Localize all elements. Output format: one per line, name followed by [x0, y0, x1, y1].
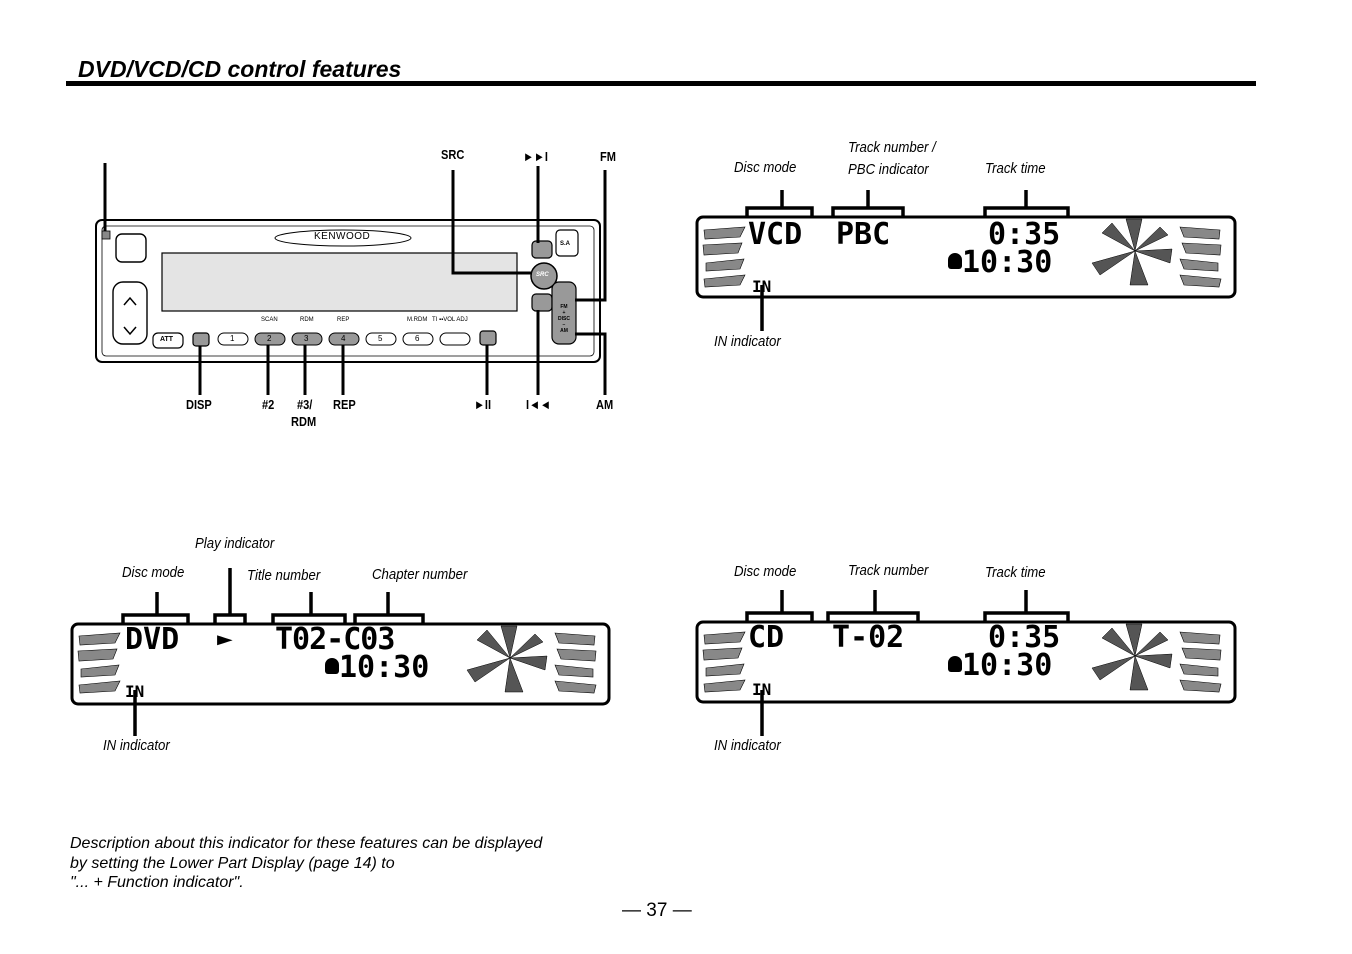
fm-disc-am-labels: FM + DISC − AM: [556, 304, 572, 334]
disp-button: [192, 332, 210, 347]
am-rocker-label: AM: [560, 328, 568, 334]
faceplate-diagram: KENWOOD ATT SCAN RDM REP M.RDM TI ▪▪VOL …: [0, 0, 700, 450]
minus-rocker-label: −: [562, 322, 566, 328]
dvd-in-indicator: IN: [125, 682, 145, 701]
callout-fm: FM: [600, 149, 616, 164]
cd-clock: 10:30: [962, 648, 1053, 683]
vcd-label-track-time: Track time: [985, 160, 1046, 177]
disc-rocker-label: DISC: [558, 316, 570, 322]
fm-disc-am-rocker: [551, 281, 577, 345]
cd-label-track-time: Track time: [985, 564, 1046, 581]
callout-src: SRC: [441, 147, 465, 162]
cd-label-track-number: Track number: [848, 562, 929, 579]
dvd-title-chapter: T02-C03: [275, 622, 395, 657]
faceplate-drawing: [95, 163, 607, 395]
callout-disp: DISP: [186, 397, 212, 412]
vcd-pbc-indicator: PBC: [836, 217, 891, 252]
dvd-display-drawing: [70, 568, 611, 736]
vcd-in-indicator: IN: [752, 277, 772, 296]
rep-label: REP: [337, 317, 350, 323]
vcd-label-in-indicator: IN indicator: [714, 333, 781, 350]
title-rule: [66, 81, 1256, 86]
src-knob: [530, 262, 558, 290]
plus-rocker-label: +: [562, 310, 566, 316]
att-button: [152, 332, 184, 349]
callout-preset3-line1: #3/: [297, 397, 313, 412]
release-button: [115, 233, 147, 263]
page-title: DVD/VCD/CD control features: [78, 56, 402, 82]
fm-rocker-label: FM: [560, 304, 568, 310]
description-line-1: Description about this indicator for the…: [70, 835, 543, 852]
preset-6-label: 6: [415, 334, 420, 343]
vcd-display-diagram: VCD PBC 0:35 10:30 IN Disc mode Track nu…: [690, 135, 1250, 360]
callout-preset3-line2: RDM: [291, 414, 317, 429]
sa-button: [555, 229, 579, 257]
mrdm-label: M.RDM: [407, 317, 428, 323]
vcd-label-track-pbc-1: Track number /: [848, 139, 936, 156]
vcd-label-disc-mode: Disc mode: [734, 159, 797, 176]
preset-4-label: 4: [341, 334, 346, 343]
cd-display-diagram: CD T-02 0:35 10:30 IN Disc mode Track nu…: [690, 530, 1250, 760]
vcd-clock: 10:30: [962, 245, 1053, 280]
vcd-disc-mode: VCD: [748, 217, 803, 252]
ti-vol-label: TI ▪▪VOL ADJ: [432, 317, 468, 323]
callout-preset2: #2: [262, 397, 275, 412]
preset-1-label: 1: [230, 334, 235, 343]
dvd-play-indicator: ►: [217, 624, 233, 654]
dvd-clock: 10:30: [339, 650, 430, 685]
brand-logo: KENWOOD: [314, 231, 371, 242]
callout-next: ►►I: [523, 149, 548, 164]
src-knob-label: SRC: [536, 272, 549, 278]
play-pause-button: [479, 330, 497, 346]
vcd-label-track-pbc-2: PBC indicator: [848, 161, 929, 178]
description-line-2: by setting the Lower Part Display (page …: [70, 854, 395, 872]
dvd-disc-mode: DVD: [125, 622, 180, 657]
sa-label: S.A: [560, 241, 571, 247]
description-line-3: "... + Function indicator".: [70, 874, 244, 891]
scan-label: SCAN: [261, 317, 278, 323]
cd-disc-mode: CD: [748, 620, 785, 655]
preset-2-label: 2: [267, 334, 272, 343]
dvd-label-disc-mode: Disc mode: [122, 564, 185, 581]
cd-track-number: T-02: [832, 620, 905, 655]
att-label: ATT: [160, 336, 174, 343]
cd-label-disc-mode: Disc mode: [734, 563, 797, 580]
dvd-display-diagram: DVD ► T02-C03 10:30 IN Play indicator Di…: [65, 530, 625, 760]
prev-button: [531, 293, 553, 312]
cd-in-indicator: IN: [752, 680, 772, 699]
dvd-label-chapter-number: Chapter number: [372, 566, 468, 583]
preset-5-label: 5: [378, 334, 383, 343]
dvd-label-play-indicator: Play indicator: [195, 535, 275, 552]
volume-rocker: [112, 281, 148, 345]
callout-prev: I◄◄: [526, 397, 551, 412]
vcd-display-drawing: [695, 190, 1237, 331]
callout-play-pause: ►II: [474, 397, 492, 412]
vcd-clock-icon: [948, 253, 962, 269]
description-note: Description about this indicator for the…: [70, 834, 542, 893]
page-number: — 37 —: [622, 900, 692, 921]
dvd-clock-icon: [325, 658, 339, 674]
cd-track-time: 0:35: [988, 620, 1061, 655]
preset-3-label: 3: [304, 334, 309, 343]
cd-display-drawing: [695, 590, 1237, 736]
cd-clock-icon: [948, 656, 962, 672]
preset-buttons: [217, 332, 471, 346]
dvd-label-in-indicator: IN indicator: [103, 737, 170, 754]
callout-am: AM: [596, 397, 614, 412]
vcd-track-time: 0:35: [988, 217, 1061, 252]
cd-label-in-indicator: IN indicator: [714, 737, 781, 754]
dvd-label-title-number: Title number: [247, 567, 321, 584]
rdm-label: RDM: [300, 317, 314, 323]
next-button: [531, 240, 553, 259]
callout-rep: REP: [333, 397, 356, 412]
